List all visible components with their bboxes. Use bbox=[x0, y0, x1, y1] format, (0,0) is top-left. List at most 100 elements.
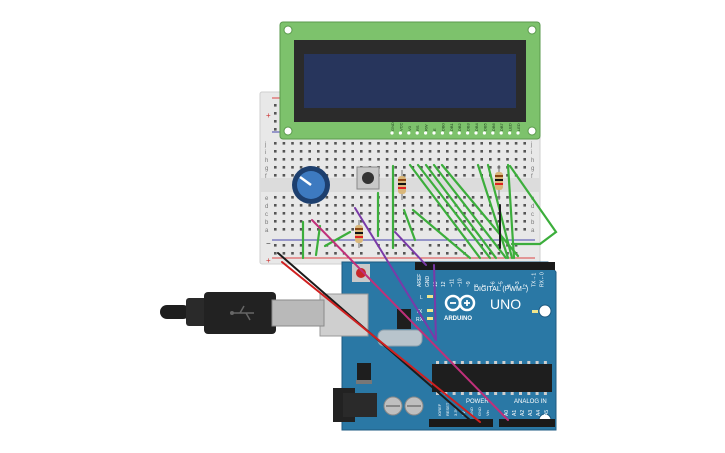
breadboard-hole[interactable] bbox=[394, 166, 397, 169]
breadboard-hole[interactable] bbox=[325, 166, 329, 169]
breadboard-hole[interactable] bbox=[471, 166, 475, 169]
breadboard-hole[interactable] bbox=[497, 142, 501, 145]
breadboard-hole[interactable] bbox=[514, 204, 518, 207]
breadboard-hole[interactable] bbox=[428, 142, 432, 145]
breadboard-hole[interactable] bbox=[506, 220, 509, 223]
breadboard-hole[interactable] bbox=[299, 244, 303, 247]
pushbutton[interactable] bbox=[356, 166, 380, 190]
breadboard-hole[interactable] bbox=[514, 142, 518, 145]
breadboard-hole[interactable] bbox=[446, 166, 449, 169]
breadboard-hole[interactable] bbox=[480, 196, 483, 199]
breadboard-hole[interactable] bbox=[394, 244, 397, 247]
breadboard-hole[interactable] bbox=[291, 196, 294, 199]
breadboard-hole[interactable] bbox=[308, 212, 311, 215]
breadboard-hole[interactable] bbox=[523, 174, 526, 177]
breadboard-hole[interactable] bbox=[489, 252, 492, 255]
breadboard-hole[interactable] bbox=[523, 212, 526, 215]
breadboard-hole[interactable] bbox=[351, 150, 354, 153]
breadboard-hole[interactable] bbox=[385, 220, 389, 223]
breadboard-hole[interactable] bbox=[274, 112, 277, 115]
breadboard-hole[interactable] bbox=[446, 204, 449, 207]
breadboard-hole[interactable] bbox=[342, 212, 346, 215]
breadboard-hole[interactable] bbox=[385, 196, 389, 199]
breadboard-hole[interactable] bbox=[463, 196, 466, 199]
breadboard-hole[interactable] bbox=[497, 244, 501, 247]
breadboard-hole[interactable] bbox=[274, 128, 277, 131]
breadboard-hole[interactable] bbox=[282, 204, 286, 207]
breadboard-hole[interactable] bbox=[411, 228, 415, 231]
breadboard-hole[interactable] bbox=[334, 158, 337, 161]
breadboard-hole[interactable] bbox=[308, 244, 311, 247]
breadboard-hole[interactable] bbox=[420, 150, 423, 153]
breadboard-hole[interactable] bbox=[351, 228, 354, 231]
breadboard-hole[interactable] bbox=[394, 142, 397, 145]
breadboard-hole[interactable] bbox=[342, 158, 346, 161]
breadboard-hole[interactable] bbox=[428, 252, 432, 255]
breadboard-hole[interactable] bbox=[463, 142, 466, 145]
breadboard-hole[interactable] bbox=[394, 204, 397, 207]
breadboard-hole[interactable] bbox=[360, 220, 363, 223]
breadboard-hole[interactable] bbox=[437, 252, 440, 255]
breadboard-hole[interactable] bbox=[317, 220, 320, 223]
breadboard-hole[interactable] bbox=[428, 204, 432, 207]
breadboard-hole[interactable] bbox=[506, 244, 509, 247]
breadboard-hole[interactable] bbox=[480, 150, 483, 153]
breadboard-hole[interactable] bbox=[428, 158, 432, 161]
breadboard-hole[interactable] bbox=[360, 244, 363, 247]
breadboard-hole[interactable] bbox=[385, 150, 389, 153]
breadboard-hole[interactable] bbox=[317, 212, 320, 215]
breadboard-hole[interactable] bbox=[342, 174, 346, 177]
breadboard-hole[interactable] bbox=[471, 196, 475, 199]
breadboard-hole[interactable] bbox=[428, 220, 432, 223]
breadboard-hole[interactable] bbox=[274, 252, 277, 255]
potentiometer[interactable] bbox=[292, 166, 330, 204]
breadboard-hole[interactable] bbox=[334, 212, 337, 215]
breadboard-hole[interactable] bbox=[506, 142, 509, 145]
lcd-pin[interactable] bbox=[457, 131, 461, 135]
breadboard-hole[interactable] bbox=[274, 228, 277, 231]
breadboard-hole[interactable] bbox=[299, 166, 303, 169]
breadboard-hole[interactable] bbox=[291, 150, 294, 153]
breadboard-hole[interactable] bbox=[514, 150, 518, 153]
breadboard-hole[interactable] bbox=[480, 142, 483, 145]
breadboard-hole[interactable] bbox=[291, 166, 294, 169]
breadboard-hole[interactable] bbox=[411, 150, 415, 153]
breadboard-hole[interactable] bbox=[403, 158, 406, 161]
breadboard-hole[interactable] bbox=[351, 196, 354, 199]
breadboard-hole[interactable] bbox=[385, 252, 389, 255]
breadboard-hole[interactable] bbox=[506, 212, 509, 215]
breadboard-hole[interactable] bbox=[325, 204, 329, 207]
breadboard-hole[interactable] bbox=[428, 212, 432, 215]
breadboard-hole[interactable] bbox=[385, 142, 389, 145]
breadboard-hole[interactable] bbox=[420, 196, 423, 199]
breadboard-hole[interactable] bbox=[377, 142, 380, 145]
breadboard-hole[interactable] bbox=[368, 158, 372, 161]
breadboard-hole[interactable] bbox=[480, 244, 483, 247]
breadboard-hole[interactable] bbox=[334, 204, 337, 207]
breadboard-hole[interactable] bbox=[274, 196, 277, 199]
breadboard-hole[interactable] bbox=[454, 196, 458, 199]
breadboard-hole[interactable] bbox=[523, 228, 526, 231]
breadboard-hole[interactable] bbox=[471, 150, 475, 153]
breadboard-hole[interactable] bbox=[342, 204, 346, 207]
breadboard-hole[interactable] bbox=[463, 150, 466, 153]
breadboard-hole[interactable] bbox=[428, 228, 432, 231]
breadboard-hole[interactable] bbox=[411, 196, 415, 199]
lcd-pin[interactable] bbox=[499, 131, 503, 135]
breadboard-hole[interactable] bbox=[308, 150, 311, 153]
breadboard-hole[interactable] bbox=[282, 158, 286, 161]
breadboard-hole[interactable] bbox=[437, 212, 440, 215]
breadboard-hole[interactable] bbox=[274, 174, 277, 177]
breadboard-hole[interactable] bbox=[274, 166, 277, 169]
breadboard-hole[interactable] bbox=[325, 196, 329, 199]
breadboard-hole[interactable] bbox=[514, 220, 518, 223]
breadboard-hole[interactable] bbox=[368, 220, 372, 223]
breadboard-hole[interactable] bbox=[523, 142, 526, 145]
breadboard-hole[interactable] bbox=[351, 204, 354, 207]
breadboard-hole[interactable] bbox=[489, 150, 492, 153]
breadboard-hole[interactable] bbox=[299, 142, 303, 145]
breadboard-hole[interactable] bbox=[351, 220, 354, 223]
breadboard-hole[interactable] bbox=[446, 150, 449, 153]
usb-b-port[interactable] bbox=[319, 293, 369, 337]
breadboard-hole[interactable] bbox=[446, 158, 449, 161]
